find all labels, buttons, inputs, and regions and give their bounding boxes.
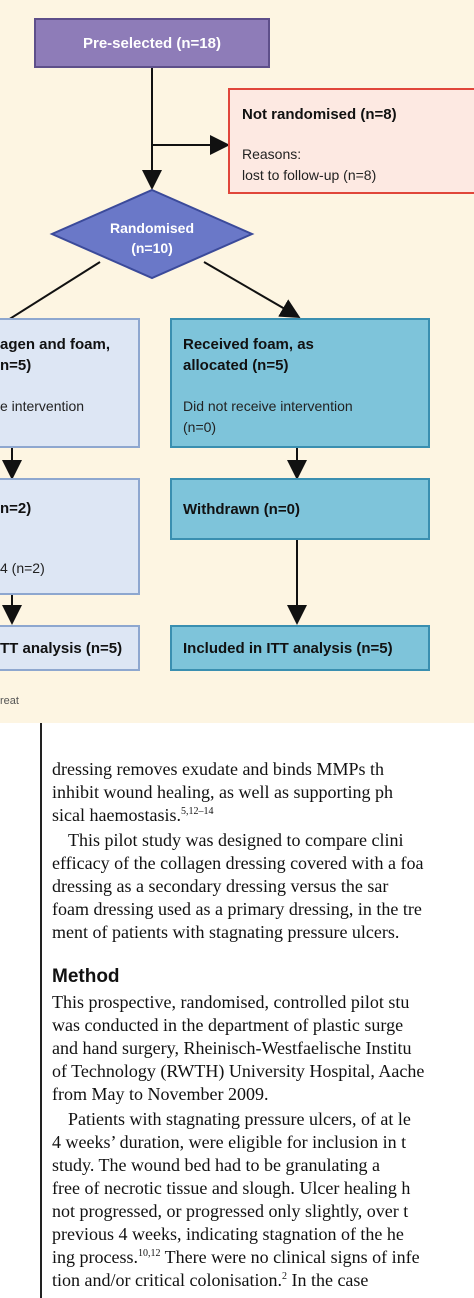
text-line: ment of patients with stagnating pressur… [52,922,400,942]
text-line: dressing removes exudate and binds MMPs … [52,759,384,779]
left-alloc-line1: agen and foam, [0,336,111,353]
right-withdrawn-label: Withdrawn (n=0) [183,501,300,518]
section-heading: Method [52,966,120,987]
text-line: of Technology (RWTH) University Hospital… [52,1061,425,1081]
right-allocation-box: Received foam, as allocated (n=5) Did no… [170,318,430,448]
text-line: sical haemostasis.5,12–14 [52,805,214,825]
text-line: efficacy of the collagen dressing covere… [52,853,424,873]
right-alloc-line2: allocated (n=5) [183,357,289,374]
randomised-diamond [49,188,255,280]
left-alloc-line2: n=5) [0,357,32,374]
right-itt-box: Included in ITT analysis (n=5) [170,625,430,671]
right-itt-label: Included in ITT analysis (n=5) [183,640,393,657]
not-randomised-box: Not randomised (n=8) Reasons: lost to fo… [228,88,474,194]
not-randomised-title: Not randomised (n=8) [242,106,397,123]
text-line: study. The wound bed had to be granulati… [52,1155,380,1175]
flowchart-panel: Pre-selected (n=18) Not randomised (n=8)… [0,0,474,723]
right-withdrawn-box: Withdrawn (n=0) [170,478,430,540]
text-line: 4 weeks’ duration, were eligible for inc… [52,1132,407,1152]
preselected-label: Pre-selected (n=18) [83,34,221,52]
citation: 2 [281,1271,287,1282]
text-line: was conducted in the department of plast… [52,1015,404,1035]
randomised-line2: (n=10) [131,240,173,256]
right-alloc-line4: (n=0) [183,419,217,435]
text-line: not progressed, or progressed only sligh… [52,1201,409,1221]
text-line: free of necrotic tissue and slough. Ulce… [52,1178,411,1198]
left-itt-label: TT analysis (n=5) [0,640,123,657]
preselected-box: Pre-selected (n=18) [34,18,270,68]
randomised-label: Randomised (n=10) [52,218,252,258]
text-line: This prospective, randomised, controlled… [52,992,410,1012]
left-allocation-box: agen and foam, n=5) e intervention [0,318,140,448]
right-alloc-line1: Received foam, as [183,336,314,353]
column-rule [40,723,42,1298]
left-withdrawn-line1: n=2) [0,500,32,517]
text-line: and hand surgery, Rheinisch-Westfaelisch… [52,1038,412,1058]
text-line: from May to November 2009. [52,1084,269,1104]
left-withdrawn-box: n=2) 4 (n=2) [0,478,140,595]
citation: 5,12–14 [180,806,214,817]
reasons-label: Reasons: [242,146,302,162]
text-line: tion and/or critical colonisation.2 In t… [52,1270,369,1290]
text-line: inhibit wound healing, as well as suppor… [52,782,393,802]
text-line: previous 4 weeks, indicating stagnation … [52,1224,404,1244]
reason-text: lost to follow-up (n=8) [242,167,377,183]
citation: 10,12 [137,1248,161,1259]
text-line: ing process.10,12 There were no clinical… [52,1247,420,1267]
text-line: foam dressing used as a primary dressing… [52,899,422,919]
flowchart-connectors [0,66,307,625]
text-line: This pilot study was designed to compare… [68,830,404,850]
text-line: dressing as a secondary dressing versus … [52,876,389,896]
figure-caption: reat [0,695,19,707]
randomised-line1: Randomised [109,220,194,236]
right-alloc-line3: Did not receive intervention [183,398,353,414]
left-withdrawn-line2: 4 (n=2) [0,560,45,576]
left-itt-box: TT analysis (n=5) [0,625,140,671]
left-alloc-line3: e intervention [0,398,85,414]
text-line: Patients with stagnating pressure ulcers… [68,1109,411,1129]
